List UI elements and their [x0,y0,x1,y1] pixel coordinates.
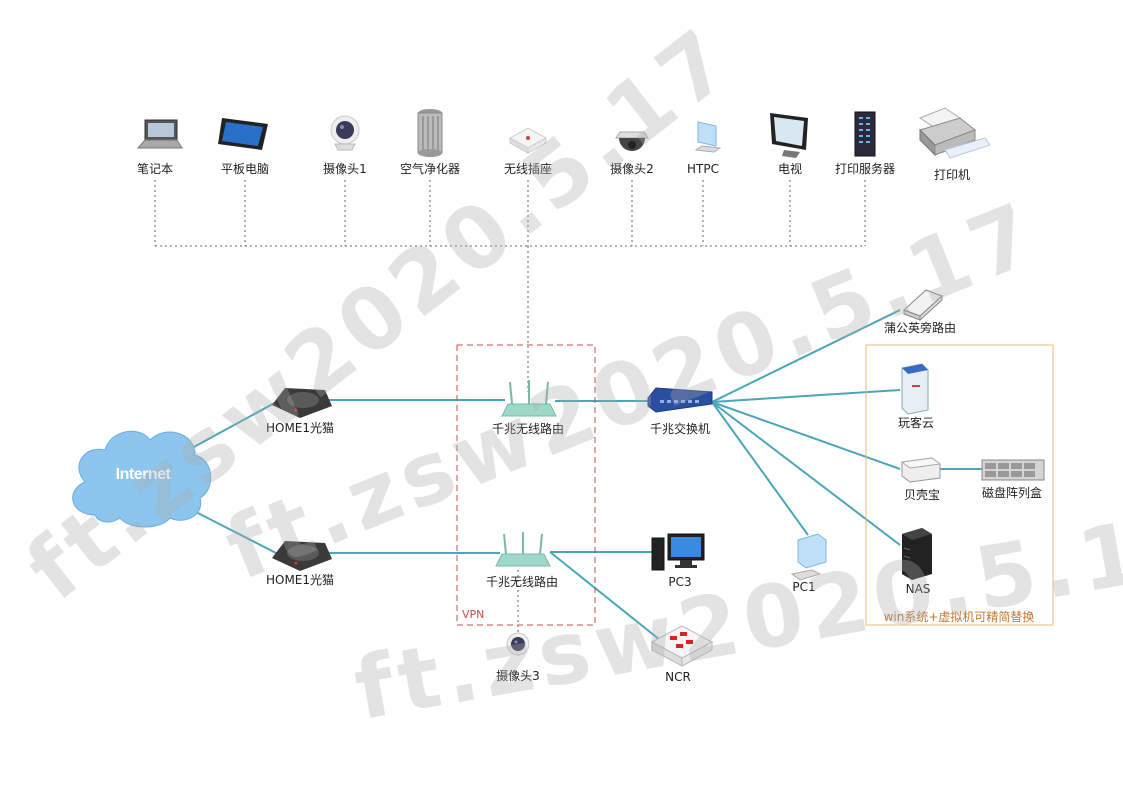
pc3-label: PC3 [668,575,692,589]
wanke-label: 玩客云 [897,416,935,430]
ncr-label: NCR [665,670,691,684]
pc1-icon [790,533,827,581]
pgy-router-label: 蒲公英旁路由 [883,321,957,335]
purifier-label: 空气净化器 [399,162,461,176]
plug-label: 无线插座 [503,162,553,176]
router-bottom-label: 千兆无线路由 [485,575,559,589]
ncr-icon [650,625,714,667]
camera2-icon [615,131,649,151]
vpn-group-box [456,344,596,626]
disk-array-label: 磁盘阵列盒 [981,486,1043,500]
modem-bottom-icon [272,541,332,571]
disk-array-icon [981,459,1045,481]
printer-label: 打印机 [933,168,971,182]
pc1-label: PC1 [792,580,816,594]
router-top-icon [501,380,557,417]
switch-icon [647,387,713,413]
nas-label: NAS [905,582,931,596]
tablet-label: 平板电脑 [220,162,270,176]
tv-icon [770,113,808,158]
htpc-label: HTPC [687,162,719,176]
router-top-label: 千兆无线路由 [491,422,565,436]
network-links [191,141,982,641]
print-server-label: 打印服务器 [834,162,896,176]
plug-icon [508,127,548,154]
vpn-label: VPN [462,608,485,621]
camera1-icon [330,115,360,151]
htpc-icon [694,121,722,153]
modem-top-label: HOME1光猫 [265,421,335,435]
modem-top-icon [272,388,332,418]
switch-label: 千兆交换机 [649,422,711,436]
laptop-icon [136,119,183,149]
device-bus [154,180,866,635]
purifier-icon [417,109,443,157]
internet-label: Internet [115,466,171,483]
beike-icon [900,457,942,483]
pc3-icon [651,533,705,571]
modem-bottom-label: HOME1光猫 [265,573,335,587]
nas-icon [902,528,932,580]
pgy-router-icon [903,289,943,322]
tablet-icon [218,118,268,150]
camera2-label: 摄像头2 [610,162,654,176]
beike-label: 贝壳宝 [903,488,941,502]
internet-cloud-icon [72,430,212,528]
win-note-label: win系统+虚拟机可精简替换 [883,610,1035,624]
win-group-box [865,344,1054,626]
laptop-label: 笔记本 [136,162,174,176]
camera3-icon [506,632,530,656]
router-bottom-icon [495,532,551,567]
wanke-icon [901,363,929,415]
print-server-icon [854,111,876,157]
printer-icon [918,107,991,159]
tv-label: 电视 [777,162,803,176]
camera1-label: 摄像头1 [323,162,367,176]
camera3-label: 摄像头3 [496,669,540,683]
